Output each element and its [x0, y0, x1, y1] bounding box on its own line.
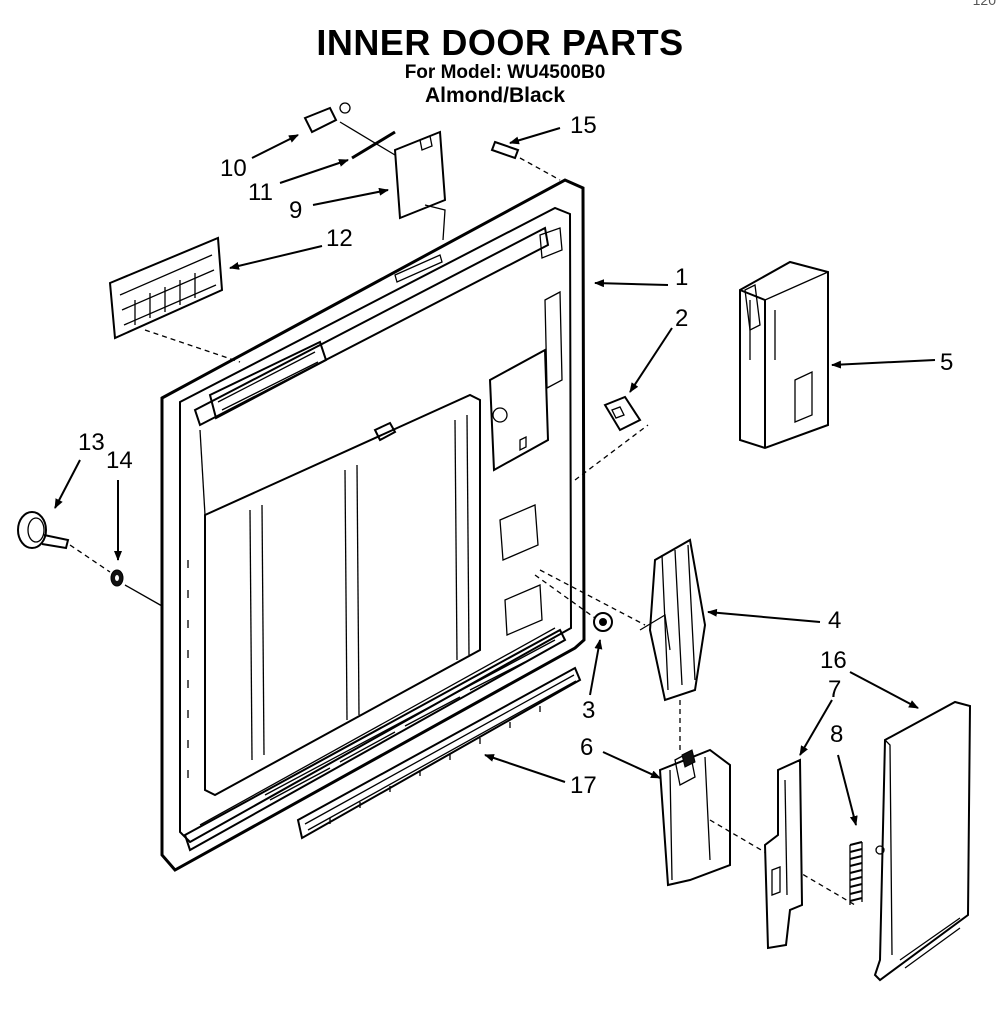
callout-6: 6: [580, 734, 593, 761]
callout-8: 8: [830, 721, 843, 748]
part-9-cover: [393, 130, 447, 241]
callout-4: 4: [828, 607, 841, 634]
part-15-screw: [490, 140, 561, 181]
callout-2: 2: [675, 305, 688, 332]
callout-1: 1: [675, 264, 688, 291]
diagram-title: INNER DOOR PARTS: [316, 22, 684, 63]
callout-5: 5: [940, 349, 953, 376]
part-2-clip: [574, 395, 649, 481]
callout-labels: 10 11 9 12 15 1 2 5 4 16 7 8 3 6 17 13 1…: [78, 112, 953, 799]
part-6-latch-housing: [658, 748, 856, 906]
callout-11: 11: [248, 179, 273, 206]
part-17-vent-strip: [296, 666, 582, 840]
callout-13: 13: [78, 429, 105, 456]
part-4-latch: [539, 538, 707, 750]
callout-16: 16: [820, 647, 847, 674]
leader-arrows: [54, 127, 936, 826]
model-line: For Model: WU4500B0: [404, 62, 606, 83]
part-14-washer: [110, 569, 163, 607]
part-10-clip: [303, 102, 396, 156]
part-5-dispenser: [739, 260, 829, 450]
part-11-pin: [351, 130, 396, 160]
callout-9: 9: [289, 197, 302, 224]
page-number: 120: [972, 0, 996, 8]
callout-14: 14: [106, 447, 133, 474]
color-line: Almond/Black: [424, 84, 566, 107]
callout-12: 12: [326, 225, 353, 252]
callout-3: 3: [582, 697, 595, 724]
part-16-side-panel: [873, 700, 972, 982]
part-13-knob: [17, 511, 111, 573]
part-7-strike: [763, 758, 804, 950]
callout-17: 17: [570, 772, 597, 799]
callout-7: 7: [828, 676, 841, 703]
part-3-button: [534, 574, 613, 632]
callout-10: 10: [220, 155, 247, 182]
part-12-vent-grille: [108, 236, 241, 363]
part-8-spring: [849, 841, 863, 905]
callout-15: 15: [570, 112, 597, 139]
inner-door-panel: [160, 178, 586, 872]
